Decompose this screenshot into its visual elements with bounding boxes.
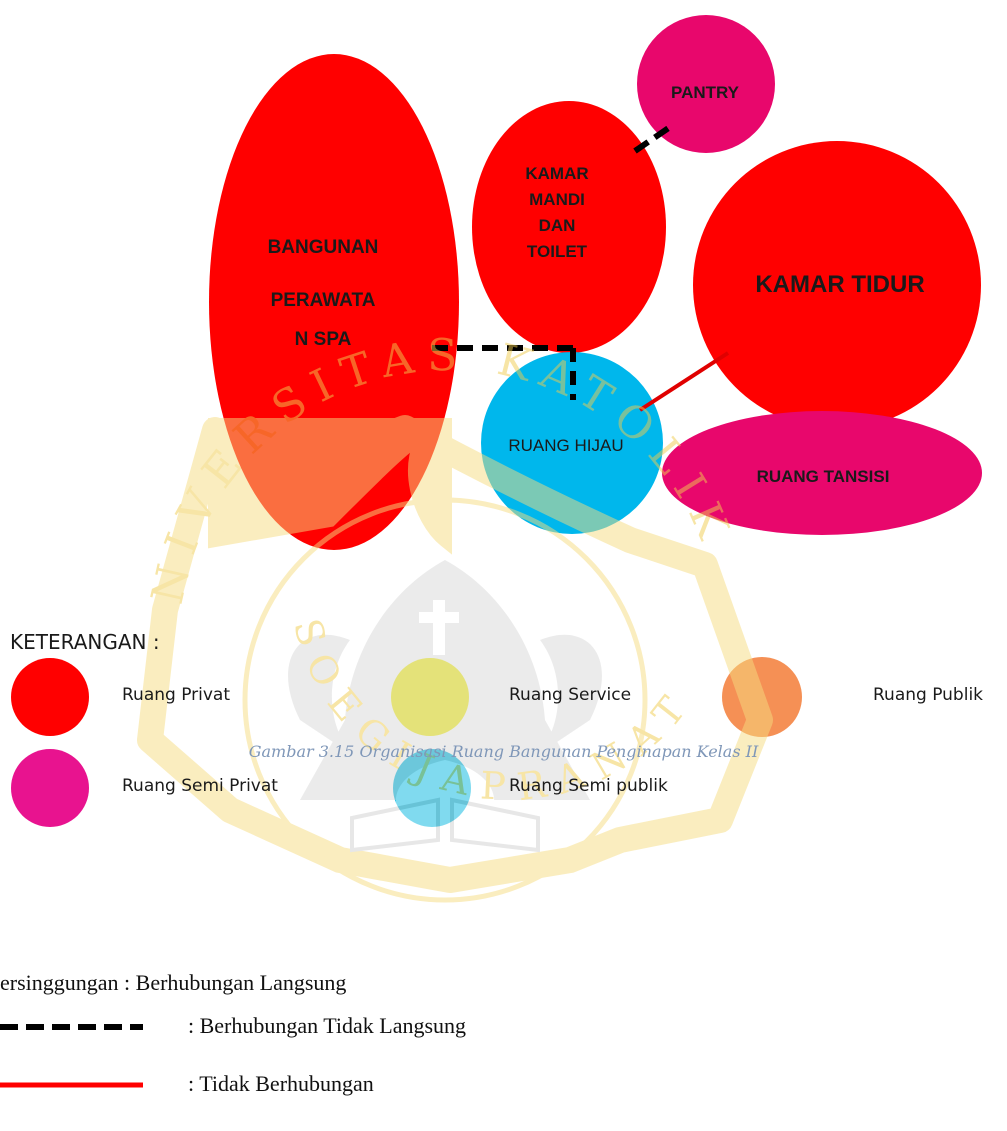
- label-kamar-mandi-line3: DAN: [539, 216, 576, 235]
- label-spa-line2: PERAWATA: [271, 290, 376, 311]
- relation-none: : Tidak Berhubungan: [188, 1071, 374, 1096]
- bubble-pantry: [637, 15, 775, 153]
- label-kamar-mandi-line2: MANDI: [529, 190, 585, 209]
- bubble-kamar-tidur: [693, 141, 981, 429]
- no-relation-link-hijau-kamar-tidur: [638, 351, 730, 412]
- figure-caption: Gambar 3.15 Organisasi Ruang Bangunan Pe…: [248, 742, 759, 761]
- legend-label-privat: Ruang Privat: [122, 685, 231, 705]
- legend-label-service: Ruang Service: [509, 685, 632, 705]
- legend-label-semi-publik: Ruang Semi publik: [509, 776, 668, 796]
- relation-indirect: : Berhubungan Tidak Langsung: [188, 1013, 467, 1038]
- legend-label-semi-privat: Ruang Semi Privat: [122, 776, 278, 796]
- label-kamar-tidur: KAMAR TIDUR: [755, 271, 924, 298]
- relation-touching: ersinggungan : Berhubungan Langsung: [0, 970, 347, 995]
- legend-title: KETERANGAN :: [10, 630, 160, 654]
- label-kamar-mandi-line1: KAMAR: [525, 164, 588, 183]
- label-ruang-tansisi: RUANG TANSISI: [757, 467, 890, 486]
- bubble-kamar-mandi-toilet: [472, 101, 666, 353]
- label-ruang-hijau: RUANG HIJAU: [508, 436, 623, 455]
- legend-swatch-privat: [11, 658, 89, 736]
- label-kamar-mandi-line4: TOILET: [527, 242, 588, 261]
- legend-swatch-semi-privat: [11, 749, 89, 827]
- bubble-ruang-tansisi: [662, 411, 982, 535]
- label-spa-line1: BANGUNAN: [268, 237, 379, 258]
- indirect-link-toilet-pantry: [633, 124, 672, 154]
- legend-label-publik: Ruang Publik: [873, 685, 984, 705]
- label-pantry: PANTRY: [671, 83, 740, 102]
- label-spa-line3: N SPA: [295, 329, 352, 350]
